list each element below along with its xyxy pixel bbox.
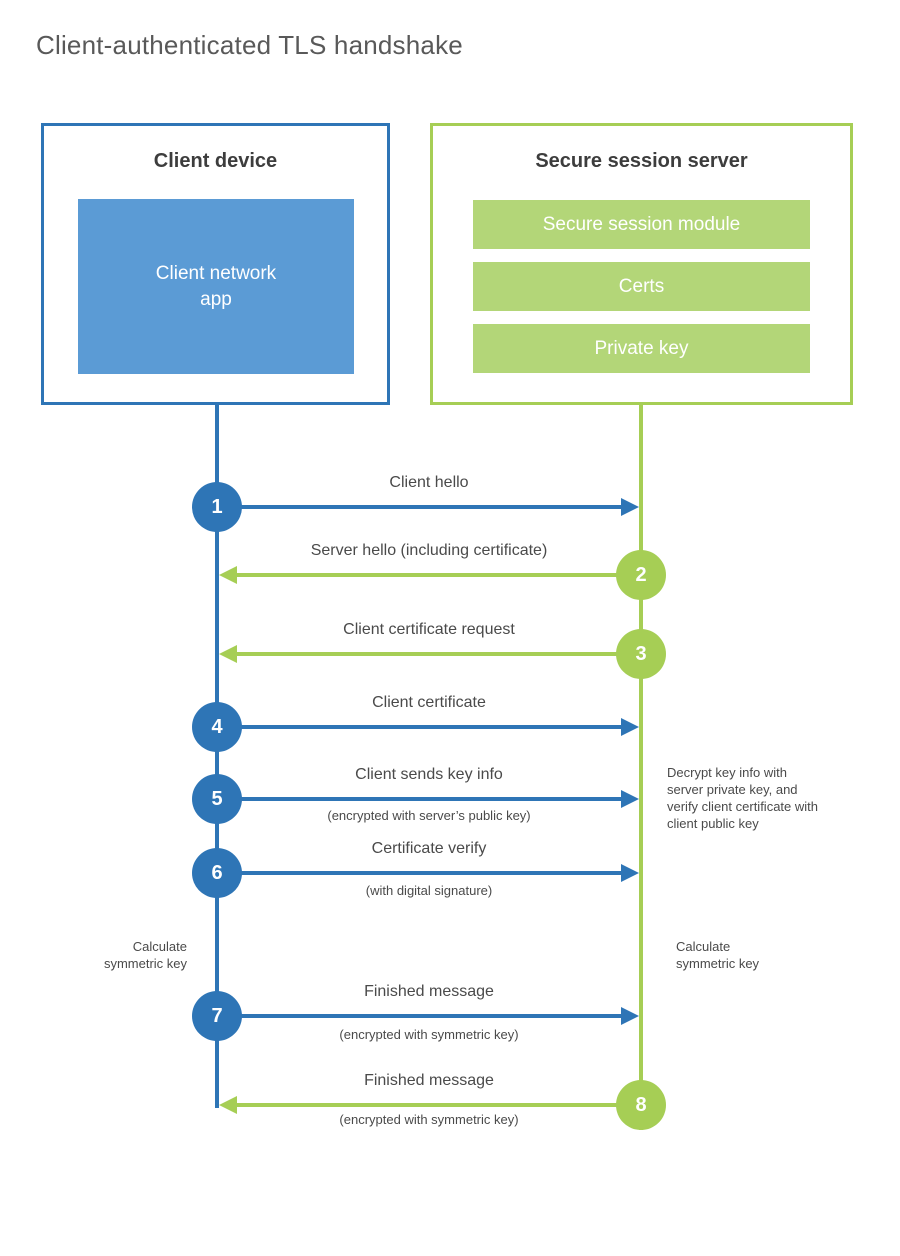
arrow-line (235, 573, 641, 577)
server-module-bar: Private key (473, 324, 810, 373)
arrow-head-left-icon (219, 645, 237, 663)
arrow-line (217, 505, 623, 509)
message-sublabel: (encrypted with server’s public key) (327, 808, 531, 823)
arrow-line (235, 1103, 641, 1107)
message-label: Client sends key info (355, 766, 503, 783)
arrow-head-left-icon (219, 1096, 237, 1114)
arrow-line (217, 871, 623, 875)
secure-session-server-title: Secure session server (535, 150, 748, 172)
step-circle: 1 (192, 482, 242, 532)
arrow-head-right-icon (621, 718, 639, 736)
message-label: Finished message (364, 983, 494, 1000)
arrow-head-right-icon (621, 1007, 639, 1025)
arrow-line (235, 652, 641, 656)
arrow-head-right-icon (621, 864, 639, 882)
arrow-head-right-icon (621, 790, 639, 808)
arrow-line (217, 725, 623, 729)
client-device-box: Client device Client network app (41, 123, 390, 405)
server-module-bar: Certs (473, 262, 810, 311)
step-circle: 4 (192, 702, 242, 752)
calc-symmetric-key-note-left: Calculate symmetric key (103, 939, 187, 971)
message-label: Finished message (364, 1072, 494, 1089)
message-label: Client hello (389, 474, 469, 491)
step-circle: 7 (192, 991, 242, 1041)
message-sublabel: (encrypted with symmetric key) (339, 1112, 519, 1127)
message-label: Server hello (including certificate) (310, 542, 548, 559)
decrypt-note: Decrypt key info with server private key… (667, 765, 818, 831)
message-label: Client certificate request (343, 621, 515, 638)
server-module-bar: Secure session module (473, 200, 810, 249)
arrow-head-right-icon (621, 498, 639, 516)
step-circle: 3 (616, 629, 666, 679)
client-network-app-box: Client network app (78, 199, 354, 374)
server-lifeline (639, 404, 643, 1130)
step-circle: 8 (616, 1080, 666, 1130)
calc-symmetric-key-note-right: Calculate symmetric key (676, 939, 760, 971)
secure-session-server-box: Secure session server Secure session mod… (430, 123, 853, 405)
client-lifeline (215, 404, 219, 1108)
step-circle: 6 (192, 848, 242, 898)
message-label: Certificate verify (371, 840, 487, 857)
client-network-app-label: Client network app (155, 262, 277, 310)
step-circle: 2 (616, 550, 666, 600)
arrow-line (217, 797, 623, 801)
arrow-head-left-icon (219, 566, 237, 584)
client-device-title: Client device (153, 150, 278, 172)
message-sublabel: (with digital signature) (365, 883, 493, 898)
step-circle: 5 (192, 774, 242, 824)
arrow-line (217, 1014, 623, 1018)
page-title: Client-authenticated TLS handshake (36, 30, 463, 60)
message-sublabel: (encrypted with symmetric key) (339, 1027, 519, 1042)
message-label: Client certificate (372, 694, 486, 711)
